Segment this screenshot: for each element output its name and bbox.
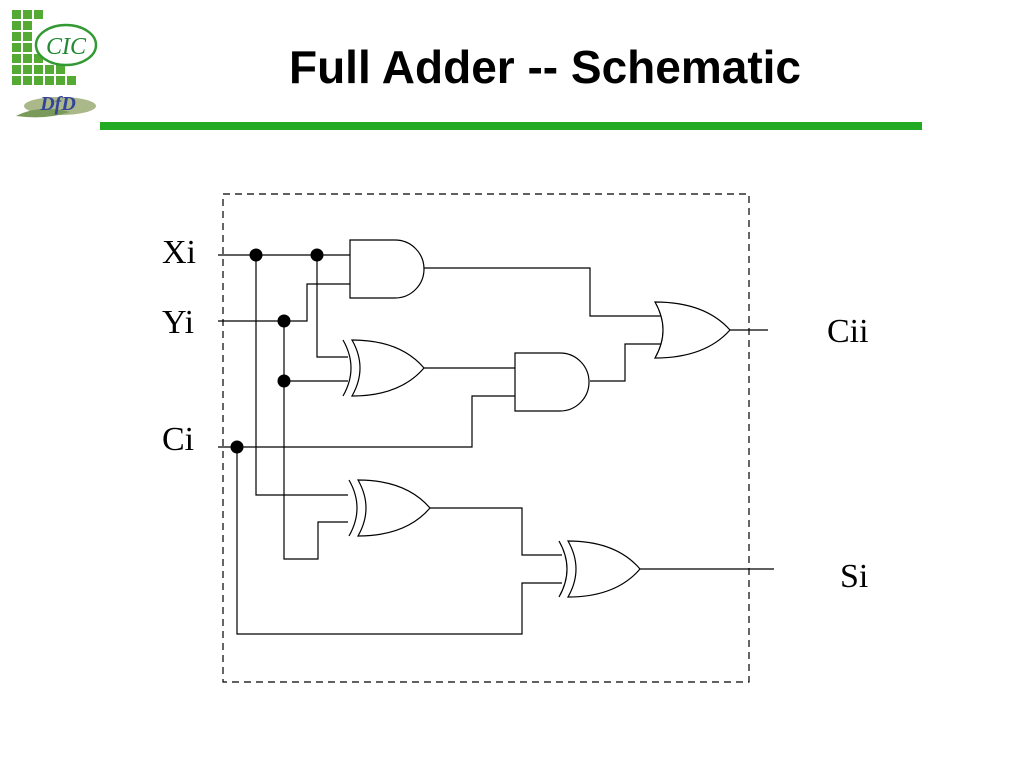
wire-and1-to-or: [424, 267, 662, 317]
wire-xi-to-xor1: [316, 255, 348, 358]
wire-and2-to-or: [590, 343, 662, 382]
wire-ci-to-xor3: [236, 447, 562, 635]
and-gate-2: [514, 352, 590, 412]
junction-dot: [277, 374, 291, 388]
xor-gate-2: [348, 479, 431, 537]
junction-dot: [277, 314, 291, 328]
input-label-xi: Xi: [162, 234, 196, 271]
and-gate-1: [349, 239, 425, 299]
page-title: Full Adder -- Schematic: [288, 41, 802, 93]
circuit-boundary: [222, 193, 750, 683]
wires: [218, 254, 774, 635]
output-label-si: Si: [840, 558, 868, 595]
title-rule: [100, 122, 922, 130]
wire-yi-vertical: [283, 321, 348, 560]
input-label-ci: Ci: [162, 421, 194, 458]
junction-dot: [310, 248, 324, 262]
logo-subtext: DfD: [39, 93, 76, 115]
or-gate: [653, 301, 731, 359]
wire-ci-bus: [218, 395, 515, 448]
xor-gate-3: [558, 540, 641, 598]
junction-dot: [249, 248, 263, 262]
wire-xor2-to-xor3: [430, 507, 562, 556]
junctions: [230, 248, 324, 454]
wire-yi-to-and1: [284, 283, 350, 322]
logo-text: CIC: [46, 34, 87, 60]
logo-leaf-icon: [16, 108, 70, 118]
output-label-cii: Cii: [827, 313, 869, 350]
input-label-yi: Yi: [162, 304, 194, 341]
junction-dot: [230, 440, 244, 454]
xor-gate-1: [342, 339, 425, 397]
logo-oval: [34, 23, 98, 67]
cic-dfd-logo: CIC DfD: [12, 10, 98, 118]
wire-xi-to-xor2: [255, 255, 348, 496]
logo-grid: [12, 10, 76, 85]
